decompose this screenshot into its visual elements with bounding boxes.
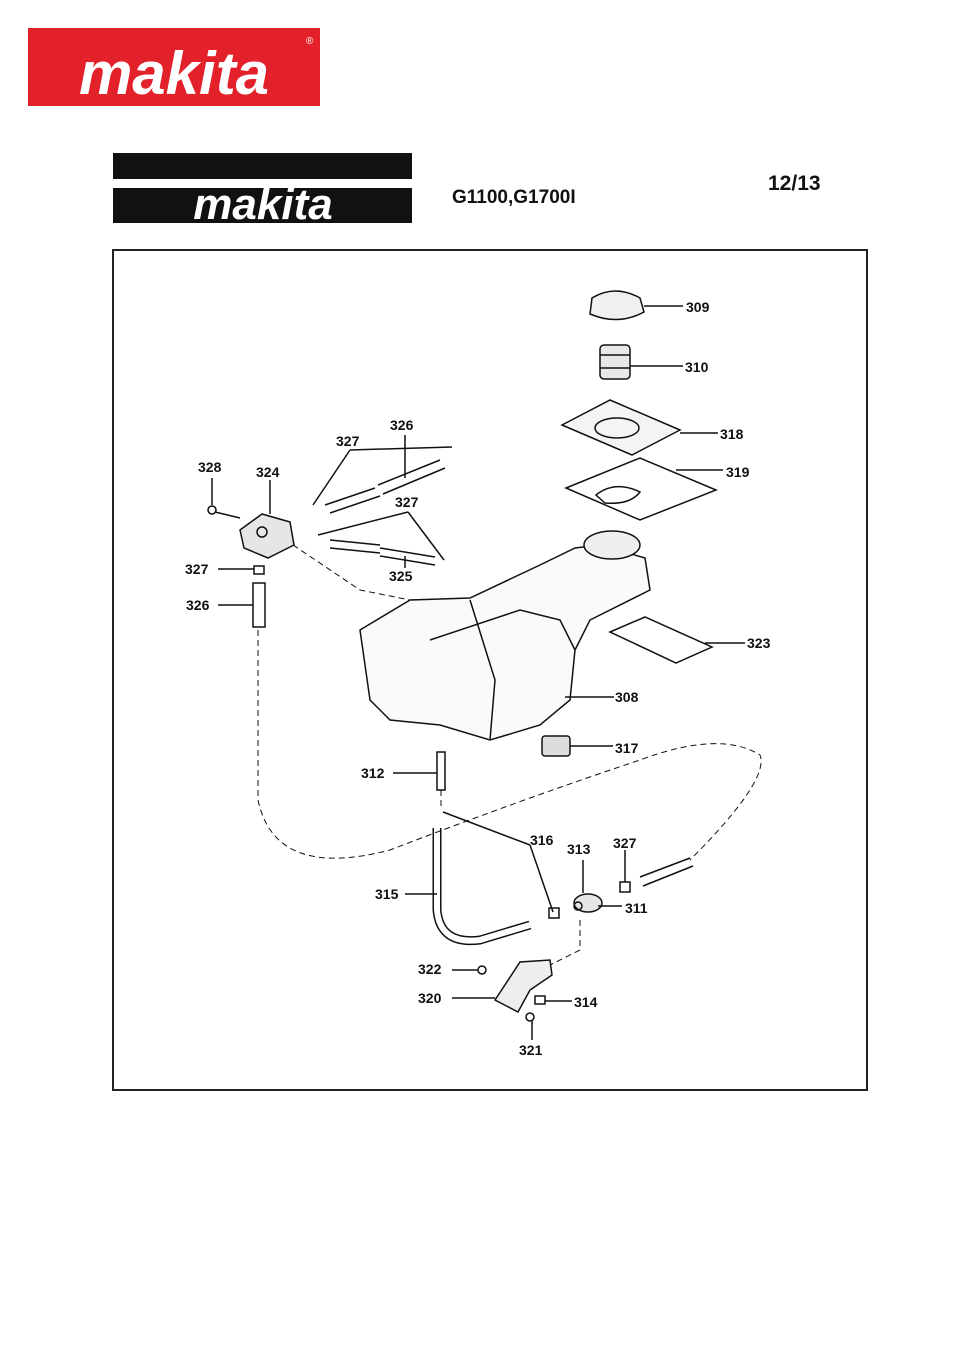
fuel-cap-shape	[590, 291, 683, 320]
label-308: 308	[615, 689, 639, 705]
clamp-shape	[443, 812, 559, 918]
label-316: 316	[530, 832, 554, 848]
pipe-shape	[393, 752, 445, 790]
screw-shape	[208, 478, 240, 518]
fuel-tank-shape	[360, 531, 650, 740]
curved-hose-shape	[405, 828, 530, 941]
label-312: 312	[361, 765, 385, 781]
label-322: 322	[418, 961, 442, 977]
pad-shape	[610, 617, 745, 663]
plate-shape	[562, 400, 718, 455]
label-326-left: 326	[186, 597, 210, 613]
label-319: 319	[726, 464, 750, 480]
label-310: 310	[685, 359, 709, 375]
label-313: 313	[567, 841, 591, 857]
label-327-right: 327	[613, 835, 637, 851]
middle-hose-shape	[318, 512, 444, 568]
label-317: 317	[615, 740, 639, 756]
bracket-shape	[452, 960, 572, 1040]
gasket-shape	[566, 458, 723, 520]
label-320: 320	[418, 990, 442, 1006]
left-hose-shape	[218, 566, 265, 627]
label-309: 309	[686, 299, 710, 315]
label-314: 314	[574, 994, 598, 1010]
label-327-left: 327	[185, 561, 209, 577]
damper-shape	[542, 736, 613, 756]
label-324: 324	[256, 464, 280, 480]
label-327-middle: 327	[395, 494, 419, 510]
fuel-cock-shape	[574, 850, 630, 912]
label-328: 328	[198, 459, 222, 475]
label-327-upper: 327	[336, 433, 360, 449]
label-325: 325	[389, 568, 413, 584]
label-321: 321	[519, 1042, 543, 1058]
label-326-upper: 326	[390, 417, 414, 433]
right-hose-shape	[640, 858, 693, 886]
upper-hose-shape	[313, 435, 452, 513]
label-318: 318	[720, 426, 744, 442]
label-323: 323	[747, 635, 771, 651]
label-311: 311	[625, 900, 648, 916]
label-315: 315	[375, 886, 399, 902]
strainer-shape	[600, 345, 683, 379]
filter-body-shape	[240, 480, 294, 558]
